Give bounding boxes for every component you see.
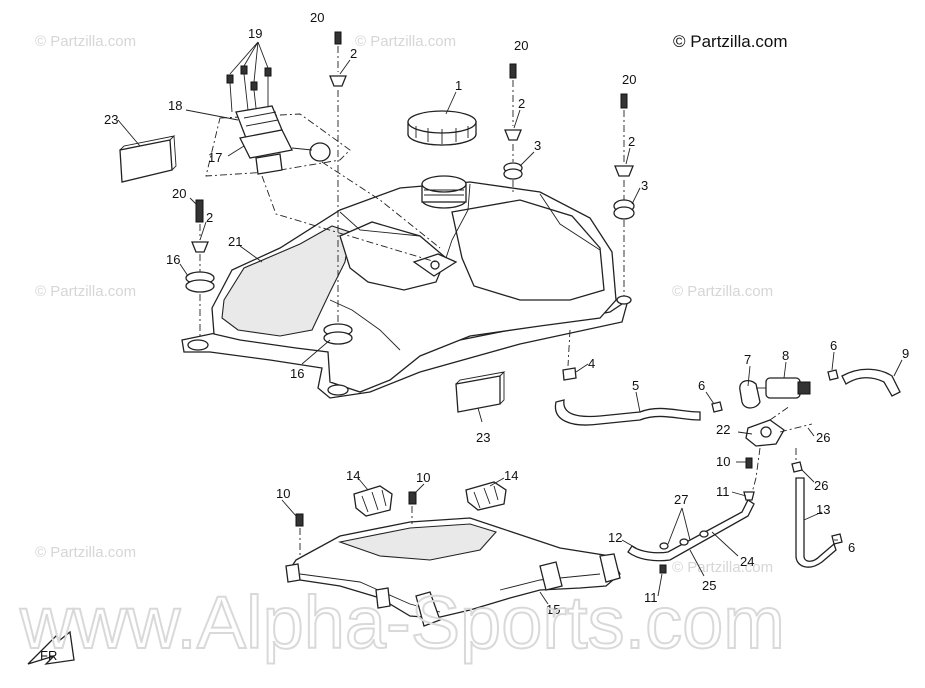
fuel-line-hose [554,329,701,426]
callout-22: 22 [716,422,730,437]
callout-11: 11 [716,484,730,499]
watermark-small: © Partzilla.com [672,283,773,300]
callout-20: 20 [172,186,186,201]
callout-20: 20 [514,38,528,53]
callout-17: 17 [208,150,222,165]
callout-11: 11 [644,590,658,605]
overflow-hose [791,448,837,568]
small-fasteners [659,457,755,574]
callout-10: 10 [416,470,430,485]
callout-23: 23 [104,112,118,127]
bolt-stack [613,93,635,296]
callout-18: 18 [168,98,182,113]
front-direction-arrow: FR [27,630,75,665]
watermark-small: © Partzilla.com [35,283,136,300]
callout-12: 12 [608,530,622,545]
drain-hose [627,447,761,562]
callout-3: 3 [534,138,541,153]
callout-2: 2 [628,134,635,149]
bracket-clip [465,481,507,511]
callout-15: 15 [546,602,560,617]
callout-numbers: 1 2 2 2 2 3 3 4 5 6 6 6 7 8 9 10 10 10 1… [104,10,909,617]
callout-4: 4 [588,356,595,371]
callout-6: 6 [830,338,837,353]
callout-1: 1 [455,78,462,93]
watermark-small: © Partzilla.com [35,33,136,50]
fuel-filter [739,377,811,409]
bolt-stack [329,31,347,330]
watermark-small: © Partzilla.com [672,559,773,576]
callout-23: 23 [476,430,490,445]
grommet [323,323,353,345]
callout-25: 25 [702,578,716,593]
copyright-label: © Partzilla.com [673,32,788,51]
callout-6: 6 [698,378,705,393]
watermark-big: www.Alpha-Sports.com [19,581,785,664]
callout-5: 5 [632,378,639,393]
callout-14: 14 [346,468,360,483]
callout-19: 19 [248,26,262,41]
bolt-stack [185,199,215,336]
front-marker-label: FR [40,648,57,663]
bolt-stack [503,63,523,192]
callout-6: 6 [848,540,855,555]
callout-26: 26 [816,430,830,445]
callout-leaders [117,41,903,605]
fuel-tank [181,175,632,399]
rubber-pad [455,371,506,413]
callout-24: 24 [740,554,754,569]
callout-20: 20 [310,10,324,25]
watermark-small: © Partzilla.com [355,33,456,50]
callout-7: 7 [744,352,751,367]
callout-16: 16 [166,252,180,267]
watermark-small: © Partzilla.com [35,544,136,561]
callout-21: 21 [228,234,242,249]
callout-10: 10 [716,454,730,469]
bolt [295,513,304,556]
fuel-cap [407,110,477,146]
callout-8: 8 [782,348,789,363]
tank-under-guard [285,517,621,627]
callout-27: 27 [674,492,688,507]
callout-13: 13 [816,502,830,517]
callout-20: 20 [622,72,636,87]
fuel-pump-assembly [205,65,441,263]
rubber-pad [119,135,177,183]
callout-2: 2 [206,210,213,225]
callout-3: 3 [641,178,648,193]
bolt [408,491,417,524]
callout-26: 26 [814,478,828,493]
hose-clamp [711,369,843,545]
callout-14: 14 [504,468,518,483]
callout-9: 9 [902,346,909,361]
bracket-clip [353,485,393,517]
callout-16: 16 [290,366,304,381]
fuel-valve [745,405,813,447]
callout-10: 10 [276,486,290,501]
callout-2: 2 [350,46,357,61]
vent-hose [841,368,901,397]
callout-2: 2 [518,96,525,111]
